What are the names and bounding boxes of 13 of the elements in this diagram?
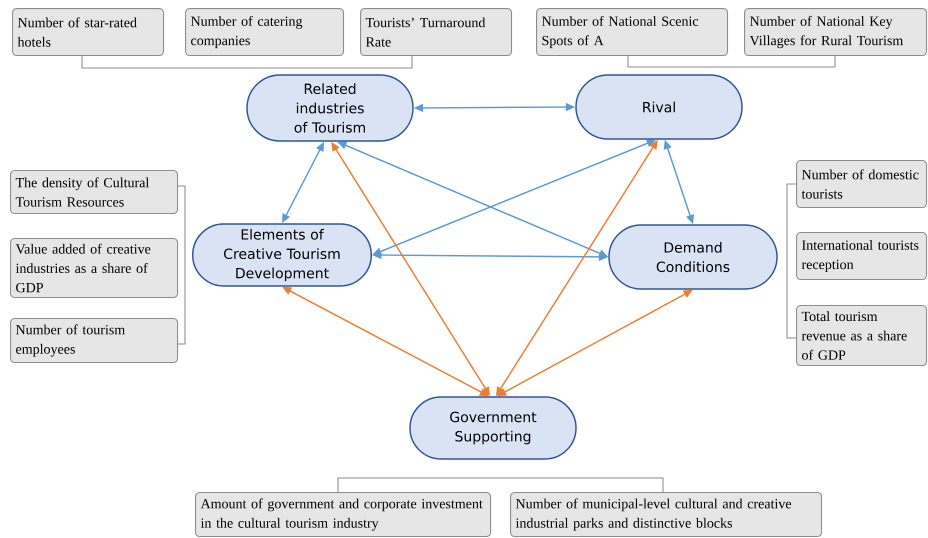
indicator-box: Number of National Key Villages for Rural Tourism [744,8,928,56]
indicator-box: International tourists reception [796,232,928,280]
indicator-box: Number of domestic tourists [796,160,928,208]
indicator-box: The density of Cultural Tourism Resources [10,170,178,214]
indicator-box: Value added of creative industries as a share of GDP [10,238,178,298]
indicator-box: Number of National Scenic Spots of A [536,8,728,56]
indicator-box: Amount of government and corporate investment in the cultural tourism industry [195,492,492,538]
indicator-box: Number of catering companies [185,8,344,56]
indicator-box: Number of star-rated hotels [12,8,164,56]
indicator-box: Tourists’ Turnaround Rate [360,8,512,56]
indicator-box: Number of tourism employees [10,318,178,364]
indicator-box: Total tourism revenue as a share of GDP [796,305,928,366]
indicator-box: Number of municipal-level cultural and creative industrial parks and distinctive blocks [510,492,822,538]
